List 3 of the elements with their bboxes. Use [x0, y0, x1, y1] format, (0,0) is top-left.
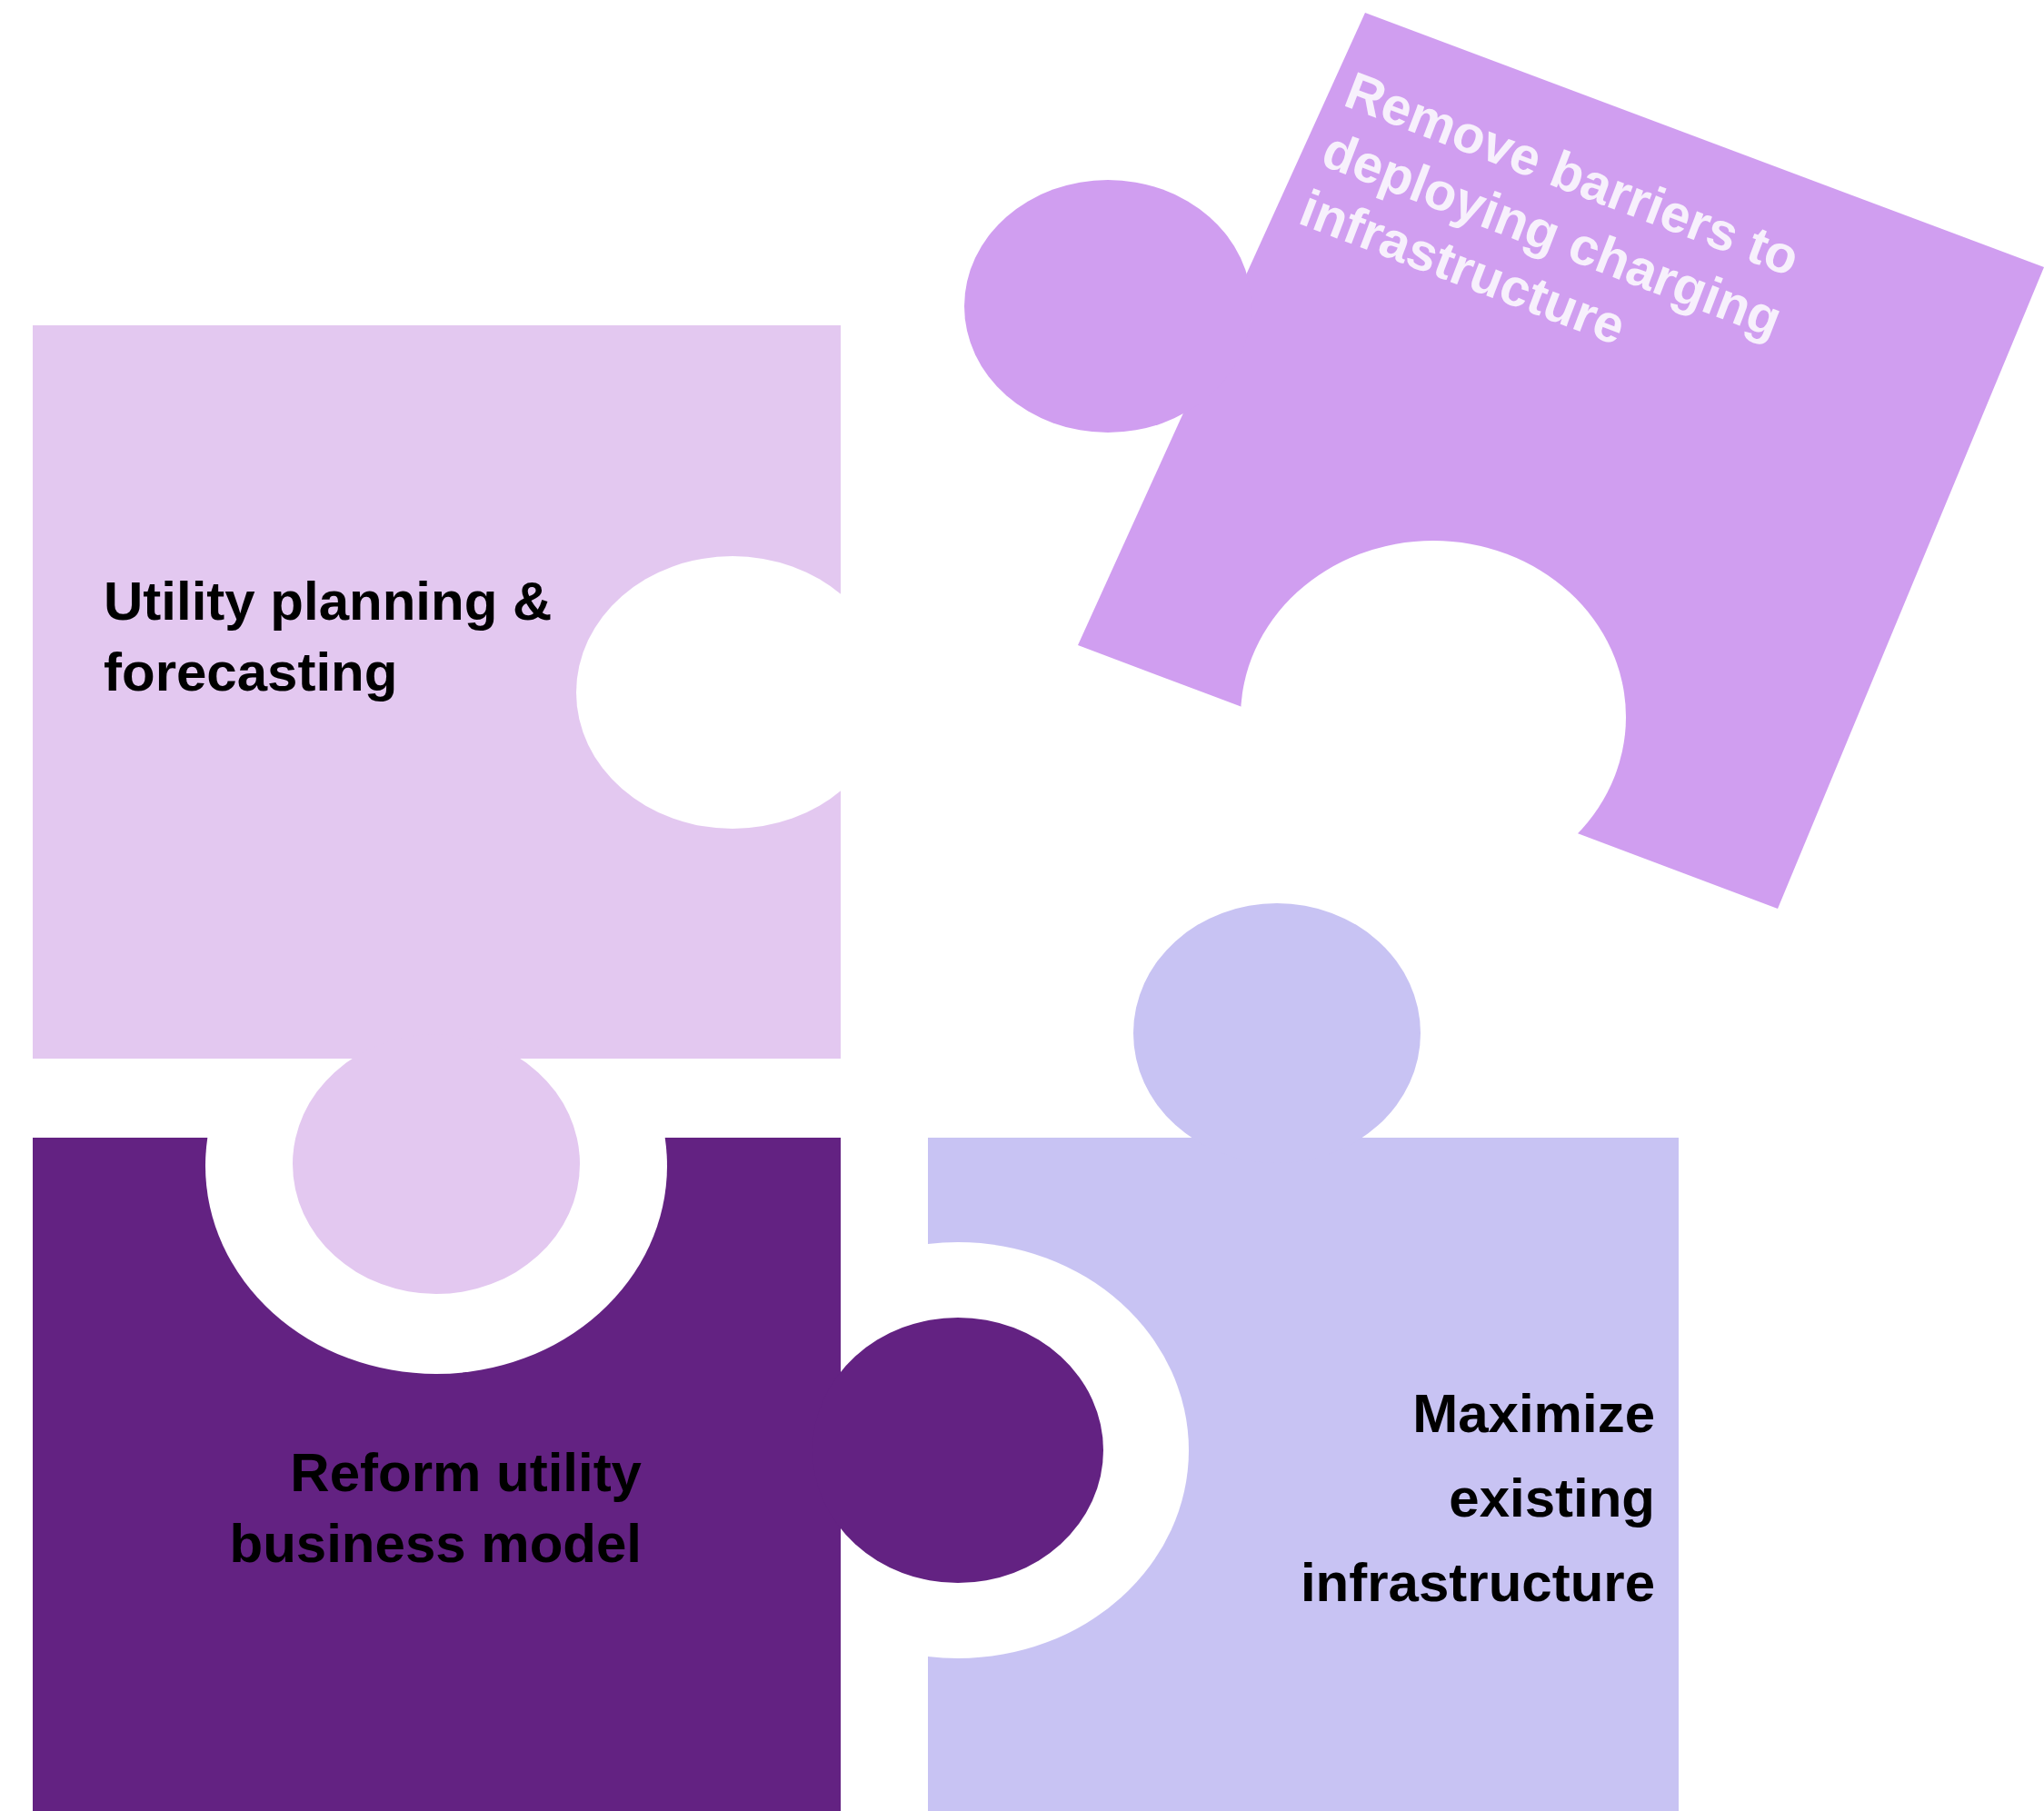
- piece-label: Utility planning & forecasting: [104, 570, 553, 704]
- piece-label: Maximize existing infrastructure: [1299, 1382, 1655, 1615]
- piece-label: Reform utility business model: [228, 1441, 642, 1576]
